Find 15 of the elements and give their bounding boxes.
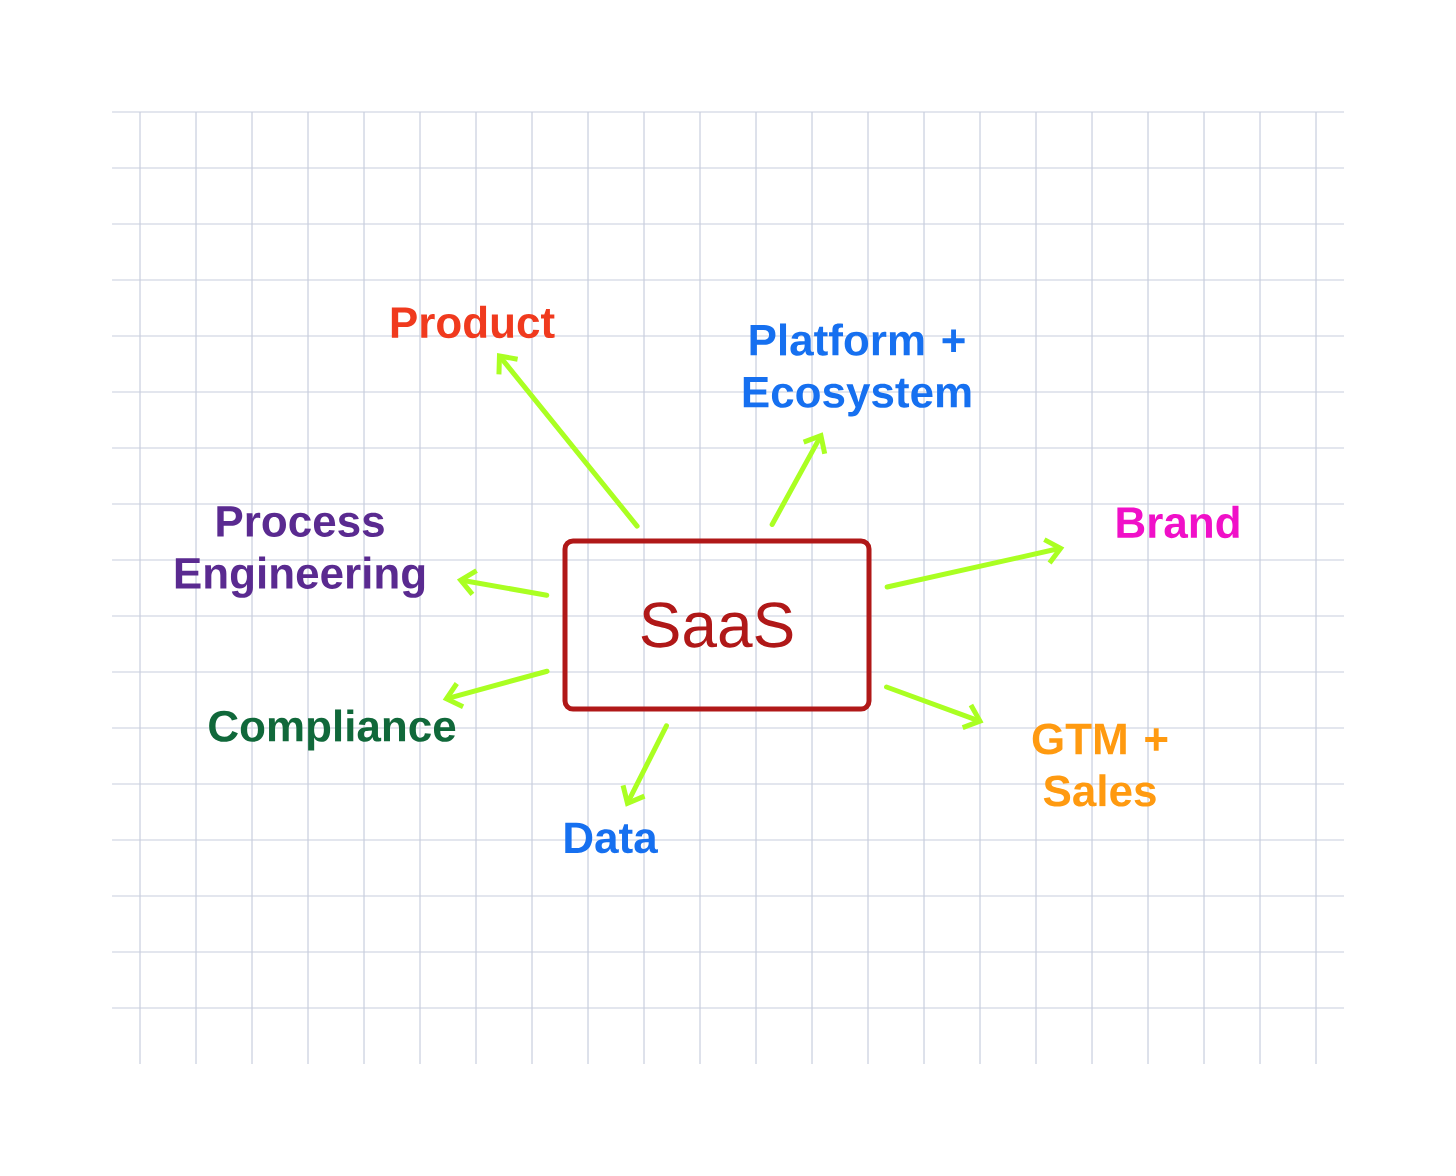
node-label: Data	[565, 822, 658, 854]
node-label: Process Engineering	[175, 506, 425, 598]
arrow	[769, 432, 828, 527]
arrow	[442, 668, 550, 709]
node-label: GTM + Sales	[1032, 723, 1168, 807]
arrow	[456, 568, 550, 598]
node-label: Platform + Ecosystem	[743, 323, 971, 417]
arrow	[496, 353, 640, 529]
node-label: Brand	[1117, 505, 1239, 539]
arrow	[884, 537, 1065, 590]
arrow	[884, 684, 984, 730]
node-label: Product	[391, 305, 555, 339]
arrow	[620, 723, 669, 807]
process-box: SaaS	[562, 538, 872, 712]
node-label: Compliance	[209, 709, 456, 751]
